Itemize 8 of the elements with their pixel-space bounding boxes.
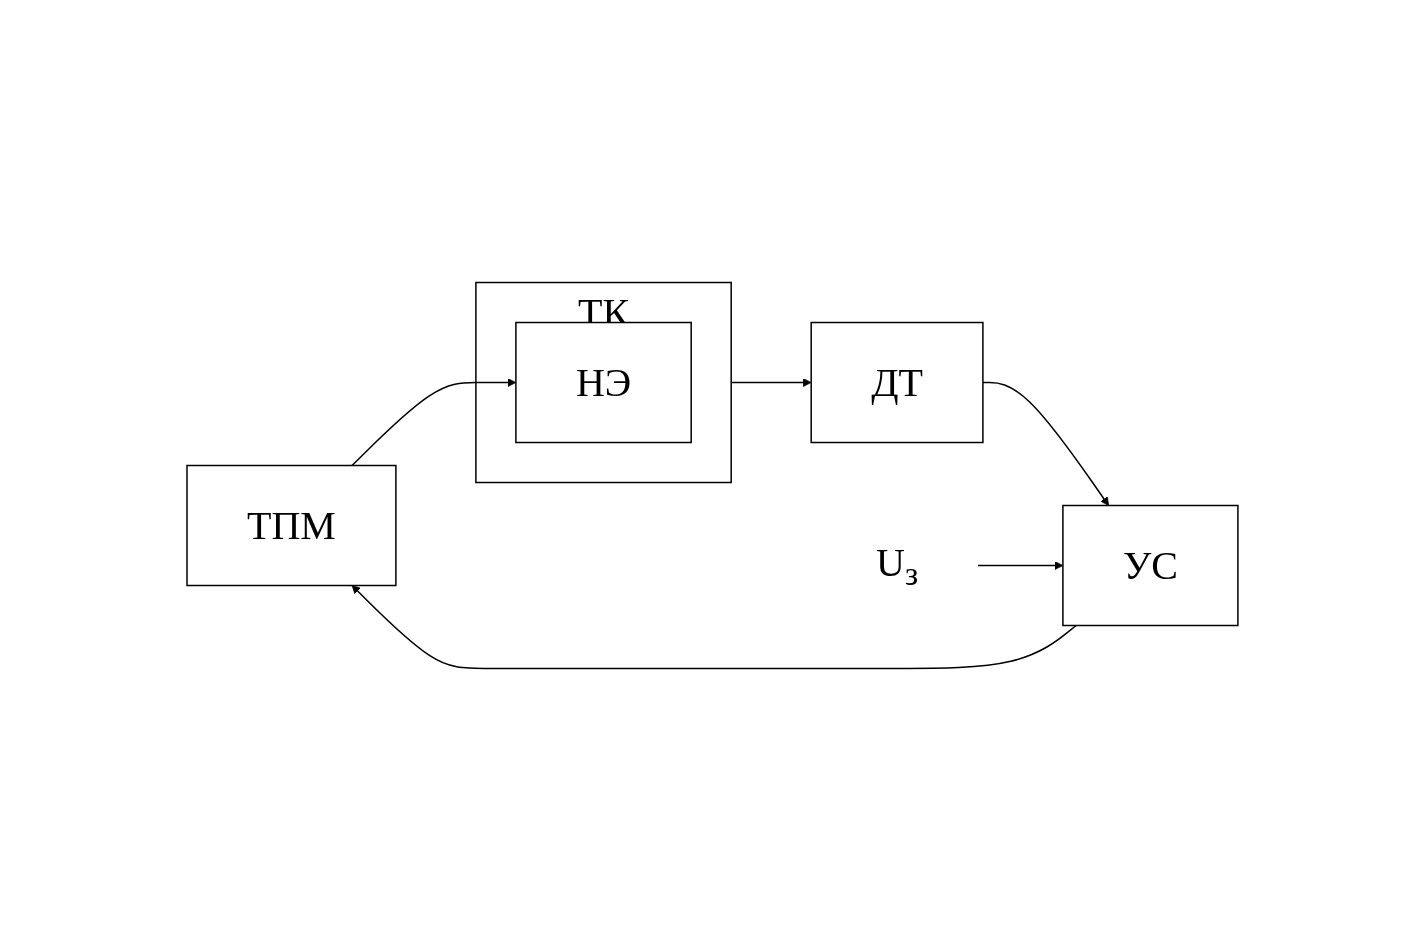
node-text: U$_{з}$ xyxy=(876,539,919,592)
node-box: ТПМ xyxy=(186,464,397,587)
arrow xyxy=(730,378,812,387)
node-box: УС xyxy=(1062,504,1239,627)
arrow xyxy=(351,585,1077,670)
arrow xyxy=(982,381,1110,506)
node-box: НЭ xyxy=(515,321,692,444)
node-box: ДТ xyxy=(810,321,984,444)
